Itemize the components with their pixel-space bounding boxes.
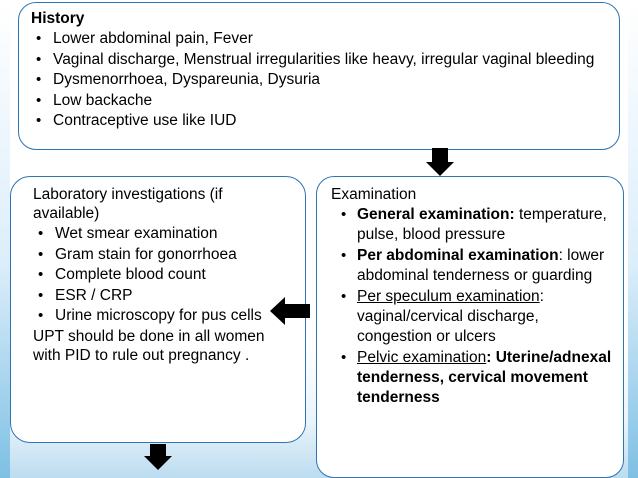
laboratory-box: Laboratory investigations (if available)…: [10, 176, 306, 443]
list-item: Contraceptive use like IUD: [31, 111, 609, 131]
list-item-text: : lower abdominal tenderness or guarding: [357, 247, 605, 284]
list-item: Gram stain for gonorrhoea: [33, 245, 293, 265]
list-item-label: General examination:: [357, 206, 515, 223]
list-item-label: Per abdominal examination: [357, 247, 559, 264]
list-item: Wet smear examination: [33, 224, 293, 244]
list-item: General examination: temperature, pulse,…: [331, 205, 615, 245]
arrow-down-icon-history-to-examination: [418, 148, 462, 176]
list-item: Low backache: [31, 91, 609, 111]
slide-left-edge-decoration: [0, 0, 10, 478]
history-box: History Lower abdominal pain, Fever Vagi…: [18, 2, 620, 150]
arrow-down-icon-laboratory-to-next: [134, 444, 182, 478]
list-item: Pelvic examination: Uterine/adnexal tend…: [331, 348, 615, 408]
laboratory-title: Laboratory investigations (if available): [33, 186, 223, 222]
arrow-head: [144, 456, 172, 470]
examination-box: Examination General examination: tempera…: [316, 176, 624, 478]
examination-list: General examination: temperature, pulse,…: [331, 205, 615, 408]
slide-right-edge-decoration: [628, 0, 638, 478]
list-item: Lower abdominal pain, Fever: [31, 29, 609, 49]
list-item-label: Pelvic examination: [357, 349, 487, 366]
arrow-head: [426, 162, 454, 176]
history-title: History: [31, 10, 85, 27]
arrow-head: [270, 297, 285, 325]
arrow-left-icon-examination-to-laboratory: [270, 296, 318, 326]
history-list: Lower abdominal pain, Fever Vaginal disc…: [31, 29, 609, 131]
list-item-text: : vaginal/cervical discharge, congestion…: [357, 288, 544, 345]
arrow-shaft: [432, 148, 448, 164]
list-item-text: : Uterine/adnexal tenderness, cervical m…: [357, 349, 612, 406]
list-item: ESR / CRP: [33, 286, 293, 306]
list-item: Dysmenorrhoea, Dyspareunia, Dysuria: [31, 70, 609, 90]
list-item: Per abdominal examination: lower abdomin…: [331, 246, 615, 286]
laboratory-footer-note: UPT should be done in all women with PID…: [33, 327, 265, 364]
list-item-text: temperature, pulse, blood pressure: [357, 206, 607, 243]
list-item: Complete blood count: [33, 265, 293, 285]
arrow-shaft: [150, 444, 166, 458]
list-item: Vaginal discharge, Menstrual irregularit…: [31, 50, 609, 70]
laboratory-list: Wet smear examination Gram stain for gon…: [33, 224, 293, 326]
list-item: Urine microscopy for pus cells: [33, 306, 293, 326]
examination-title: Examination: [331, 186, 417, 203]
list-item-label: Per speculum examination: [357, 288, 540, 305]
arrow-shaft: [284, 304, 310, 318]
list-item: Per speculum examination: vaginal/cervic…: [331, 287, 615, 347]
